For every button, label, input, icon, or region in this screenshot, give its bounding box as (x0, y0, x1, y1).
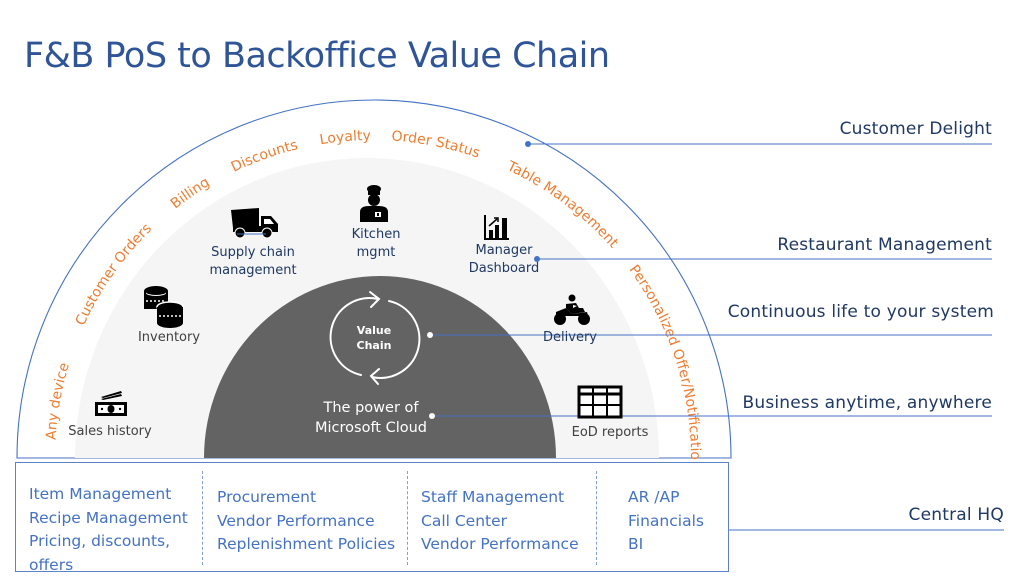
hq-item: Pricing, discounts, (29, 532, 171, 550)
value-chain-label: Value Chain (357, 323, 392, 353)
cycle-arrows-icon (329, 291, 421, 385)
hq-item: BI (628, 535, 644, 553)
node-label: Manager (475, 243, 533, 258)
hq-column-procurement: Procurement Vendor Performance Replenish… (217, 486, 395, 557)
layer-restaurant-management: Restaurant Management (777, 235, 992, 255)
hq-item: Vendor Performance (421, 535, 579, 553)
layer-customer-delight: Customer Delight (839, 119, 992, 139)
hq-item: offers (29, 555, 74, 574)
hq-divider (202, 471, 203, 565)
hq-column-items: Item Management Recipe Management Pricin… (29, 483, 188, 577)
hq-item: Procurement (217, 488, 317, 506)
microsoft-cloud-label: The power of Microsoft Cloud (315, 398, 427, 438)
central-hq-box: Item Management Recipe Management Pricin… (15, 462, 729, 574)
inner-core (204, 276, 556, 458)
grid-report-icon (577, 385, 623, 423)
node-label: Inventory (137, 330, 201, 345)
value-chain-line-1: Value (356, 324, 392, 337)
node-kitchen: Kitchen mgmt (352, 226, 401, 262)
cloud-line-2: Microsoft Cloud (314, 420, 428, 436)
page-title: F&B PoS to Backoffice Value Chain (24, 36, 610, 76)
hq-divider (407, 471, 408, 565)
coins-icon (140, 285, 188, 333)
node-label: Delivery (543, 330, 597, 345)
value-chain-line-2: Chain (356, 339, 392, 352)
layer-business-anytime: Business anytime, anywhere (742, 393, 992, 413)
hq-divider (596, 471, 597, 565)
hq-item: Replenishment Policies (217, 535, 396, 553)
hq-column-finance: AR /AP Financials BI (628, 486, 704, 557)
node-label: Dashboard (468, 261, 540, 276)
node-eod-reports: EoD reports (572, 424, 649, 442)
hq-item: Financials (628, 511, 704, 530)
node-label: Supply chain (211, 245, 295, 260)
hq-item: Item Management (29, 485, 172, 503)
node-sales-history: Sales history (68, 423, 151, 441)
node-label: Kitchen (351, 227, 401, 242)
hq-column-staff: Staff Management Call Center Vendor Perf… (421, 486, 579, 557)
node-delivery: Delivery (543, 329, 597, 347)
chef-icon (357, 184, 391, 228)
hq-item: Recipe Management (29, 508, 188, 527)
node-supply-chain: Supply chain management (209, 244, 296, 280)
hq-item: Call Center (421, 511, 508, 530)
cloud-line-1: The power of (323, 400, 419, 416)
truck-icon (229, 206, 281, 244)
node-label: Sales history (68, 424, 152, 439)
motorbike-icon (552, 294, 592, 330)
layer-central-hq: Central HQ (908, 505, 1004, 525)
bar-chart-icon (483, 213, 511, 245)
node-manager-dashboard: Manager Dashboard (469, 242, 540, 278)
connector-dot-continuous-life (427, 332, 433, 338)
cash-icon (91, 389, 131, 423)
hq-item: Vendor Performance (217, 511, 375, 530)
hq-item: AR /AP (628, 488, 680, 506)
node-label: mgmt (356, 245, 396, 260)
connector-dot-restaurant-management (534, 256, 540, 262)
node-label: EoD reports (571, 425, 649, 440)
ring-item-loyalty: Loyalty (319, 128, 371, 148)
node-inventory: Inventory (138, 329, 200, 347)
layer-continuous-life: Continuous life to your system (727, 302, 994, 322)
connector-dot-business-anytime (429, 413, 435, 419)
connector-dot-customer-delight (525, 141, 531, 147)
node-label: management (209, 263, 297, 278)
hq-item: Staff Management (421, 488, 565, 506)
